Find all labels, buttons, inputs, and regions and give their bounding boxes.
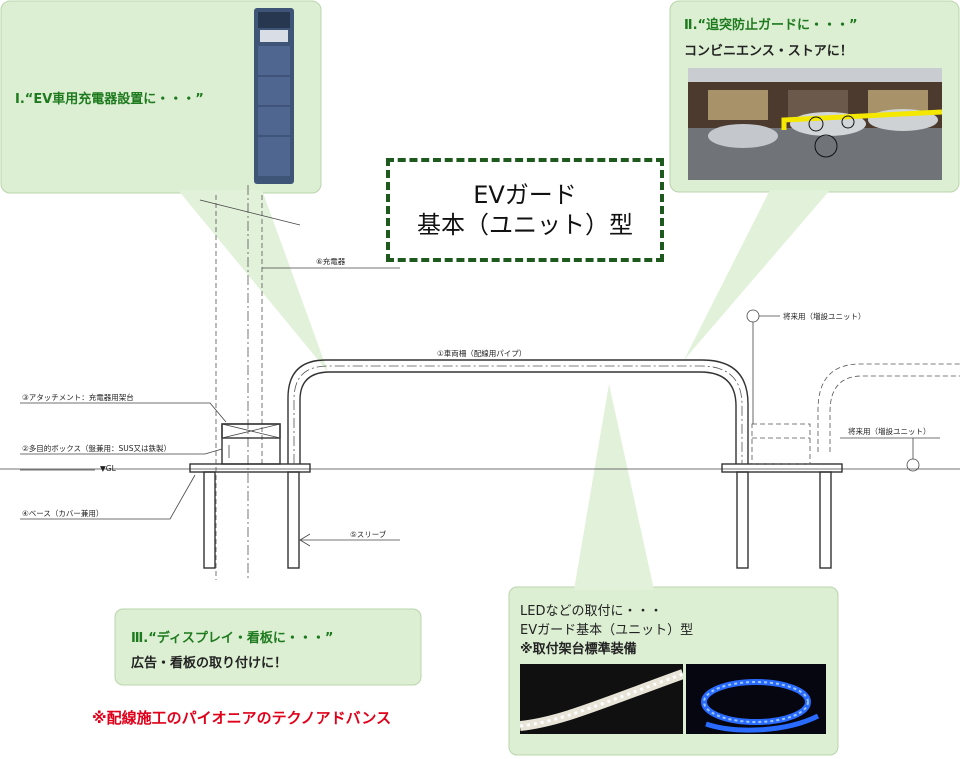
callout-3-shape	[114, 608, 422, 686]
label-future-1: 将来用（増設ユニット）	[783, 311, 866, 321]
label-box: ②多目的ボックス（盤兼用：SUS又は鉄製）	[22, 443, 171, 453]
callout-2-text: コンビニエンス・ストアに！	[684, 44, 853, 59]
label-sleeve: ⑤スリーブ	[350, 529, 387, 539]
callout-4-line2: EVガード基本（ユニット）型	[520, 623, 694, 638]
callout-1-title: Ⅰ.“EV車用充電器設置に・・・”	[15, 92, 204, 107]
label-charger: ⑥充電器	[316, 256, 346, 266]
charger-photo	[252, 6, 296, 186]
callout-3-text: 広告・看板の取り付けに！	[131, 656, 288, 671]
label-pipe: ①車両柵（配線用パイプ）	[437, 348, 526, 358]
callout-4-line1: LEDなどの取付に・・・	[520, 604, 663, 619]
main-title: EVガード 基本（ユニット）型	[386, 158, 664, 262]
led-blue-photo	[686, 664, 826, 734]
callout-2-title: Ⅱ.“追突防止ガードに・・・”	[684, 18, 858, 33]
footer-note: ※配線施工のパイオニアのテクノアドバンス	[92, 709, 392, 727]
label-base: ④ベース（カバー兼用）	[22, 508, 103, 518]
led-strip-photo	[520, 664, 683, 734]
label-future-2: 将来用（増設ユニット）	[848, 426, 931, 436]
technical-drawing	[0, 185, 960, 580]
label-attachment: ③アタッチメント：充電器用架台	[22, 392, 134, 402]
callout-4-line3: ※取付架台標準装備	[520, 642, 637, 657]
label-gl: ▼GL	[100, 464, 117, 473]
store-photo	[688, 68, 942, 180]
callout-3-title: Ⅲ.“ディスプレイ・看板に・・・”	[131, 631, 334, 646]
callout-1-shape	[0, 0, 328, 372]
main-title-line1: EVガード	[473, 181, 577, 209]
main-title-line2: 基本（ユニット）型	[417, 211, 633, 239]
